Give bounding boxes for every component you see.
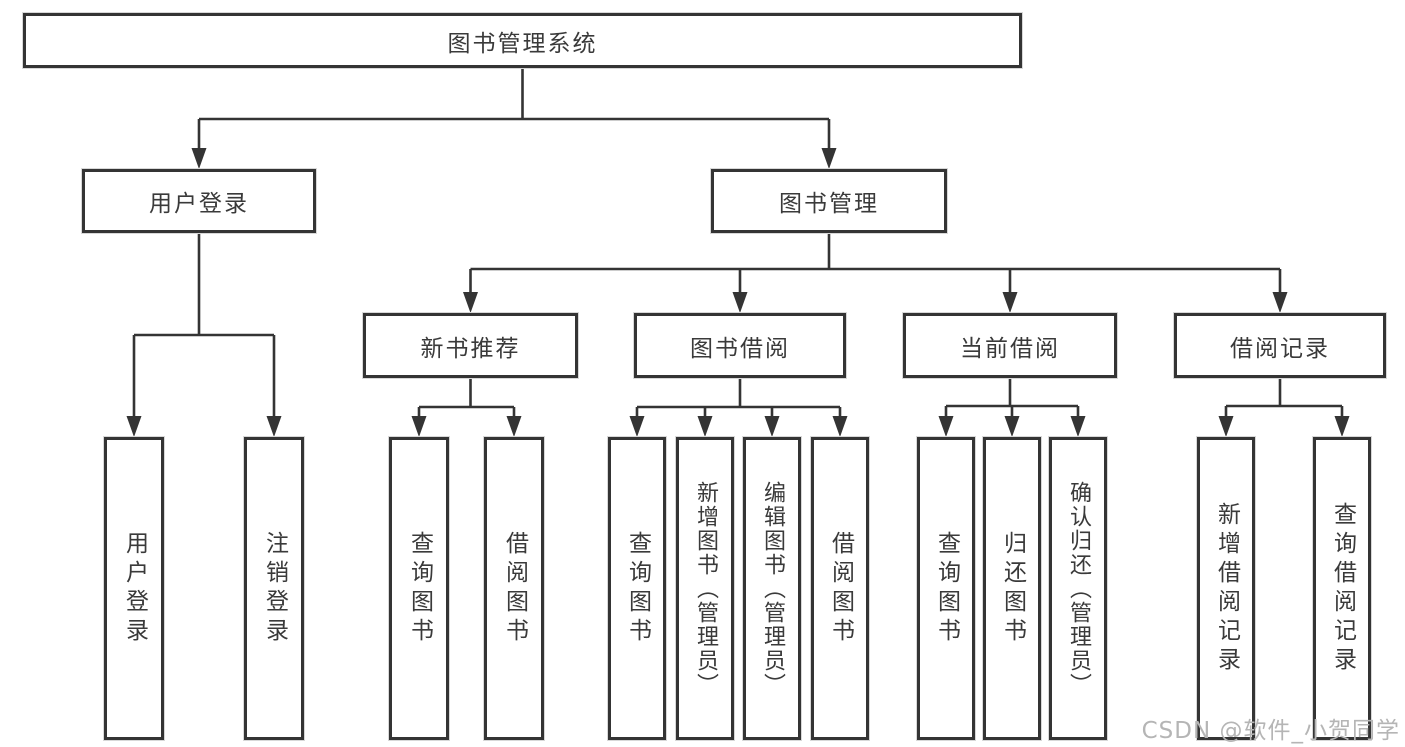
node-current-borrow-label: 当前借阅 <box>960 335 1060 362</box>
node-user-login: 用户登录 <box>82 169 316 233</box>
leaf-records-add: 新增借阅记录 <box>1197 437 1255 740</box>
connector-current-borrow <box>944 378 1080 419</box>
leaf-user-login-label: 用户登录 <box>121 530 148 647</box>
leaf-current-query: 查询图书 <box>917 437 975 740</box>
node-new-books-label: 新书推荐 <box>420 335 521 362</box>
node-borrow-records: 借阅记录 <box>1174 313 1386 378</box>
leaf-borrow-borrow-label: 借阅图书 <box>827 530 854 647</box>
leaf-logout-label: 注销登录 <box>261 530 288 647</box>
node-book-mgmt: 图书管理 <box>711 169 947 233</box>
leaf-newbooks-borrow: 借阅图书 <box>484 437 544 740</box>
connector-book-mgmt <box>469 233 1282 294</box>
leaf-newbooks-query-label: 查询图书 <box>406 530 433 647</box>
leaf-records-query: 查询借阅记录 <box>1313 437 1371 740</box>
leaf-borrow-edit-admin-label: 编辑图书（管理员） <box>760 480 785 697</box>
leaf-logout: 注销登录 <box>244 437 304 740</box>
leaf-current-return: 归还图书 <box>983 437 1041 740</box>
node-book-mgmt-label: 图书管理 <box>779 191 879 217</box>
leaf-newbooks-borrow-label: 借阅图书 <box>501 530 528 647</box>
node-borrow-records-label: 借阅记录 <box>1230 335 1330 362</box>
leaf-current-confirm-admin-label: 确认归还（管理员） <box>1066 480 1091 697</box>
leaf-newbooks-query: 查询图书 <box>389 437 449 740</box>
arrowheads <box>126 148 1350 437</box>
leaf-records-query-label: 查询借阅记录 <box>1329 501 1356 676</box>
node-root-label: 图书管理系统 <box>447 30 598 57</box>
node-user-login-label: 用户登录 <box>149 191 249 217</box>
leaf-current-confirm-admin: 确认归还（管理员） <box>1049 437 1107 740</box>
connector-user-login <box>132 233 276 419</box>
node-root: 图书管理系统 <box>23 13 1022 68</box>
connector-book-borrow <box>635 378 842 419</box>
leaf-records-add-label: 新增借阅记录 <box>1213 501 1240 676</box>
leaf-borrow-query-label: 查询图书 <box>624 530 651 647</box>
leaf-borrow-query: 查询图书 <box>608 437 666 740</box>
node-book-borrow-label: 图书借阅 <box>690 335 790 362</box>
leaf-borrow-edit-admin: 编辑图书（管理员） <box>743 437 801 740</box>
connector-new-books <box>417 378 516 419</box>
leaf-current-query-label: 查询图书 <box>933 530 960 647</box>
leaf-user-login: 用户登录 <box>104 437 164 740</box>
node-current-borrow: 当前借阅 <box>903 313 1117 378</box>
csdn-watermark: CSDN @软件_小贺同学 <box>1141 718 1400 744</box>
connector-borrow-records <box>1224 378 1344 419</box>
leaf-borrow-add-admin-label: 新增图书（管理员） <box>693 480 718 697</box>
leaf-current-return-label: 归还图书 <box>999 530 1026 647</box>
node-new-books: 新书推荐 <box>363 313 578 378</box>
connector-root <box>197 68 831 150</box>
leaf-borrow-borrow: 借阅图书 <box>811 437 869 740</box>
node-book-borrow: 图书借阅 <box>634 313 846 378</box>
leaf-borrow-add-admin: 新增图书（管理员） <box>676 437 734 740</box>
